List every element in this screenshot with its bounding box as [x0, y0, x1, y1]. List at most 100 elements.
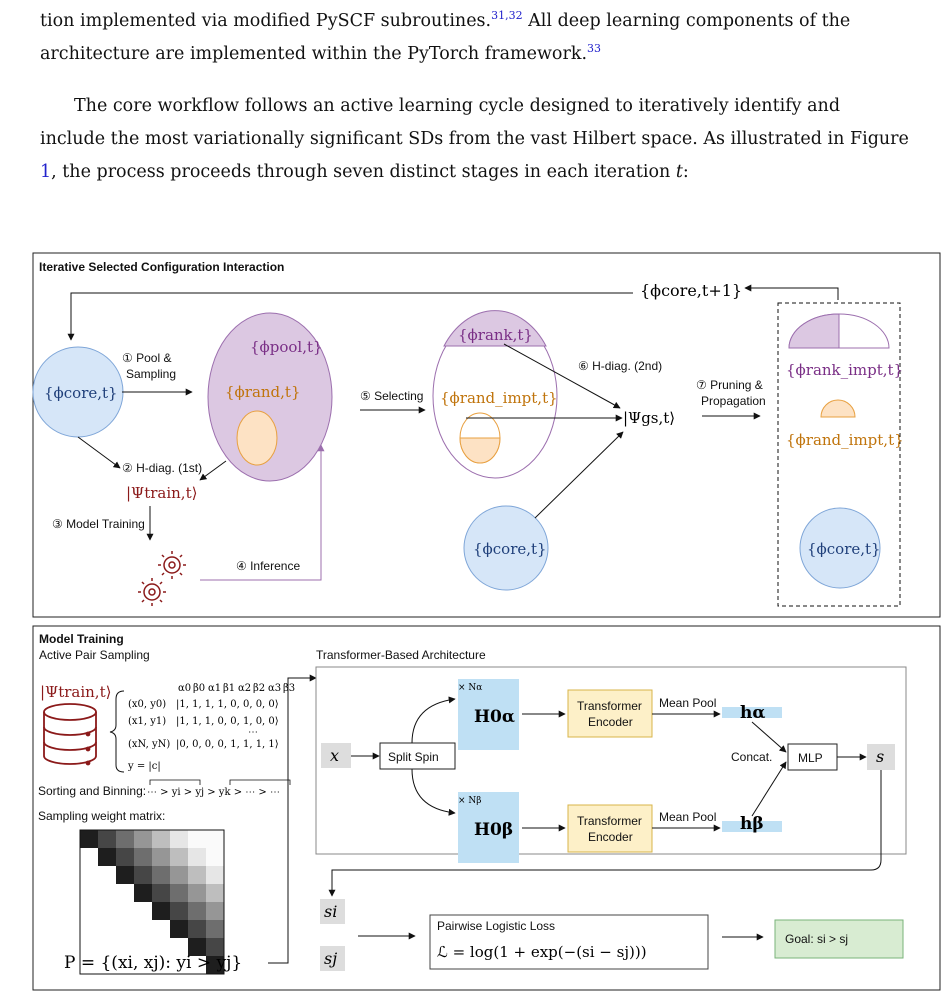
weight-cell: [98, 848, 116, 866]
citation-31-32[interactable]: 31,32: [491, 9, 523, 23]
h-beta: H0β: [474, 820, 513, 840]
row-n-v: |0, 0, 0, 0, 1, 1, 1, 1⟩: [176, 739, 279, 750]
step-7-label-b: Propagation: [701, 394, 766, 408]
weight-cell: [152, 902, 170, 920]
score-output-box: [867, 744, 895, 770]
encoder-beta-l2: Encoder: [588, 830, 633, 844]
n-beta: × Nβ: [458, 796, 481, 806]
psi-gs-label: |Ψgs,t⟩: [623, 409, 675, 427]
weight-cell: [170, 848, 188, 866]
weight-cell: [188, 902, 206, 920]
split-spin: Split Spin: [388, 750, 439, 764]
weight-cell: [206, 830, 224, 848]
encoder-alpha-l2: Encoder: [588, 715, 633, 729]
transformer-arch-title: Transformer-Based Architecture: [316, 648, 486, 662]
row-0-x: (x0, y0): [128, 699, 166, 710]
split-spin-box: [379, 742, 456, 770]
core-circle-3: [799, 507, 881, 589]
weight-cell: [206, 956, 224, 974]
paragraph-line-2: architecture are implemented within the …: [40, 42, 602, 64]
step-5-label: ⑤ Selecting: [360, 389, 423, 403]
weight-cell: [206, 866, 224, 884]
encoder-beta-l1: Transformer: [577, 814, 642, 828]
weight-cell: [152, 848, 170, 866]
input-x-box: [321, 743, 351, 768]
loss-equation: ℒ = log(1 + exp(−(si − sj))): [437, 943, 647, 961]
weight-cell: [134, 866, 152, 884]
mean-pool-alpha: Mean Pool: [659, 696, 716, 710]
step-7-label: ⑦ Pruning &: [696, 378, 763, 392]
encoder-alpha-l1: Transformer: [577, 699, 642, 713]
weight-matrix-border: [79, 829, 225, 975]
step-6-label: ⑥ H-diag. (2nd): [578, 359, 662, 373]
h-vec-beta-bar: [722, 821, 782, 832]
mlp-box: [787, 743, 838, 771]
weight-cell: [152, 884, 170, 902]
orbital-b1: β1: [223, 683, 235, 694]
weight-cell: [170, 920, 188, 938]
row-ellipsis: ⋯: [248, 727, 258, 738]
orbital-a3: α3: [268, 683, 281, 694]
active-pair-sampling-title: Active Pair Sampling: [39, 648, 150, 662]
paragraph-workflow: The core workflow follows an active lear…: [40, 96, 909, 182]
citation-33[interactable]: 33: [587, 42, 602, 56]
transformer-encoder-beta: [567, 804, 653, 853]
gear-icon: [138, 551, 186, 606]
rand-impt-label-2: {ϕrand_impt,t}: [786, 431, 904, 449]
weight-cell: [80, 830, 98, 848]
weight-cell: [206, 884, 224, 902]
rand-impt-label: {ϕrand_impt,t}: [440, 389, 558, 407]
row-1-v: |1, 1, 1, 0, 0, 1, 0, 0⟩: [176, 716, 279, 727]
rand-ellipse: [236, 410, 278, 466]
weight-cell: [98, 830, 116, 848]
sorting-sequence: ⋯ > yi > yj > yk > ⋯ > ⋯: [147, 787, 280, 798]
row-n-x: (xN, yN): [128, 739, 170, 750]
paragraph-line-1: tion implemented via modified PySCF subr…: [40, 9, 851, 31]
sampling-weight-matrix: [79, 829, 225, 975]
weight-cell: [116, 866, 134, 884]
orbital-a2: α2: [238, 683, 251, 694]
psi-train-label-2: |Ψtrain,t⟩: [40, 683, 111, 701]
orbital-b0: β0: [193, 683, 205, 694]
core-label-3: {ϕcore,t}: [807, 540, 881, 558]
h-vec-beta: hβ: [740, 814, 764, 834]
mean-pool-beta: Mean Pool: [659, 810, 716, 824]
si-box: [320, 899, 345, 924]
si-label: si: [324, 902, 337, 921]
weight-cell: [170, 866, 188, 884]
loss-title: Pairwise Logistic Loss: [437, 919, 555, 933]
weight-cell: [134, 884, 152, 902]
weight-cell: [188, 884, 206, 902]
y-definition: y = |c|: [127, 761, 161, 772]
sampling-weight-title: Sampling weight matrix:: [38, 809, 165, 823]
h-beta-block: [458, 792, 519, 863]
row-0-v: |1, 1, 1, 1, 0, 0, 0, 0⟩: [176, 699, 279, 710]
weight-cell: [188, 920, 206, 938]
orbital-a1: α1: [208, 683, 221, 694]
step-3-label: ③ Model Training: [52, 517, 145, 531]
weight-cell: [206, 938, 224, 956]
weight-cell: [188, 938, 206, 956]
sj-label: sj: [324, 949, 337, 968]
step-1-label: ① Pool &: [122, 351, 171, 365]
weight-cell: [206, 848, 224, 866]
h-alpha-block: [458, 679, 519, 750]
step-1-label-b: Sampling: [126, 367, 176, 381]
transformer-encoder-alpha: [567, 689, 653, 738]
p-definition: P = {(xi, xj): yi > yj}: [64, 953, 242, 973]
weight-cell: [116, 848, 134, 866]
figure-1-link[interactable]: 1: [40, 162, 52, 182]
score-output: s: [876, 747, 884, 766]
database-icon: [43, 703, 97, 766]
weight-cell: [206, 920, 224, 938]
orbital-b2: β2: [253, 683, 265, 694]
h-vec-alpha-bar: [722, 707, 782, 718]
input-x: x: [330, 746, 339, 765]
step-2-label: ② H-diag. (1st): [122, 461, 202, 475]
rank-impt-label: {ϕrank_impt,t}: [786, 361, 903, 379]
weight-cell: [170, 830, 188, 848]
panel-title-training: Model Training: [39, 632, 124, 646]
sorting-label: Sorting and Binning:: [38, 784, 146, 798]
goal-box: [774, 919, 904, 959]
